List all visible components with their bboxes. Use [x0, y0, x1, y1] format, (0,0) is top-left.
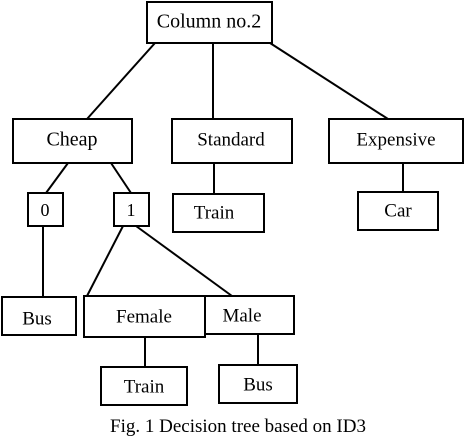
node-male-bus: Bus — [218, 364, 298, 404]
node-cheap-1: 1 — [113, 192, 150, 227]
edge-root-cheap — [86, 42, 156, 120]
node-cheap: Cheap — [12, 118, 133, 164]
node-standard-train-label: Train — [194, 202, 235, 223]
node-expensive-label: Expensive — [356, 129, 435, 150]
edge-cheap-1 — [110, 162, 132, 194]
node-male: Male — [204, 295, 295, 335]
node-standard: Standard — [171, 118, 293, 164]
node-female: Female — [83, 295, 206, 338]
node-expensive-car: Car — [357, 191, 439, 231]
node-expensive-car-label: Car — [384, 200, 412, 221]
node-cheap-label: Cheap — [46, 129, 97, 151]
edge-1-male — [135, 225, 233, 297]
node-bus-label: Bus — [22, 308, 52, 329]
node-cheap-0: 0 — [27, 192, 64, 227]
node-male-bus-label: Bus — [243, 374, 273, 395]
node-female-train-label: Train — [124, 376, 165, 397]
root-node: Column no.2 — [146, 1, 273, 44]
edge-root-expensive — [269, 42, 389, 120]
figure-caption: Fig. 1 Decision tree based on ID3 — [110, 416, 366, 437]
edge-cheap-0 — [45, 162, 69, 194]
node-standard-label: Standard — [197, 129, 265, 150]
node-bus: Bus — [1, 296, 77, 336]
edge-1-female — [86, 225, 124, 297]
node-cheap-1-label: 1 — [127, 200, 136, 220]
node-female-label: Female — [116, 306, 172, 327]
node-female-train: Train — [100, 366, 188, 406]
node-standard-train: Train — [172, 193, 265, 233]
node-cheap-0-label: 0 — [41, 200, 50, 220]
root-node-label: Column no.2 — [157, 11, 261, 33]
node-expensive: Expensive — [328, 118, 464, 164]
node-male-label: Male — [222, 305, 261, 326]
